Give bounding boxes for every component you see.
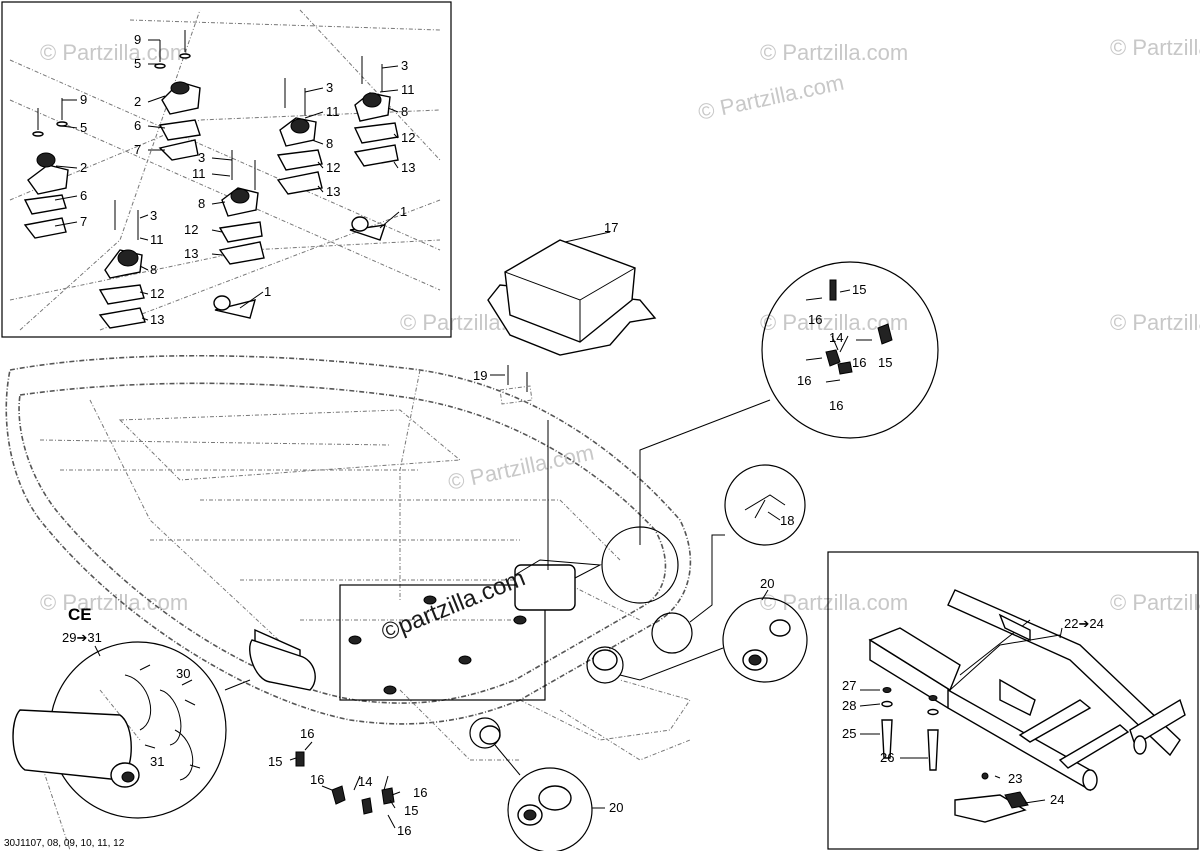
detail-ref-circle: [469, 717, 501, 749]
callout-label: 31: [150, 754, 164, 769]
clips-group-bottom: 16 15 16 14 16 15 16: [268, 726, 427, 838]
callout-label: 12: [401, 130, 415, 145]
callout-label: 26: [880, 750, 894, 765]
callout-label: 13: [401, 160, 415, 175]
frame-callouts: 22➔24 27 28 25 26 23 24: [842, 616, 1104, 807]
callout-label: 3: [150, 208, 157, 223]
callout-label: 15: [852, 282, 866, 297]
callout-label: 18: [780, 513, 794, 528]
detail-ref-circle: [586, 646, 624, 684]
callout-label: 8: [198, 196, 205, 211]
detail-circle-20a: 20: [619, 576, 808, 683]
callout-label: 11: [192, 166, 206, 181]
callout-label: 8: [326, 136, 333, 151]
callout-label: 30: [176, 666, 190, 681]
callout-label: 19: [473, 368, 487, 383]
callout-label: 16: [852, 355, 866, 370]
callout-label: 15: [268, 754, 282, 769]
callout-label: 5: [134, 56, 141, 71]
callout-label: 27: [842, 678, 856, 693]
callout-label: 12: [184, 222, 198, 237]
motor-mount-group: [23, 30, 399, 329]
callout-label: 16: [797, 373, 811, 388]
callout-label: 9: [80, 92, 87, 107]
callout-label: 16: [413, 785, 427, 800]
inset-leader-lines: [54, 39, 400, 321]
callout-label: 15: [404, 803, 418, 818]
callout-label: 5: [80, 120, 87, 135]
callout-label: 28: [842, 698, 856, 713]
callout-label: 20: [760, 576, 774, 591]
detail-box: [339, 584, 546, 701]
watermark-text: © Partzilla.com: [1110, 310, 1200, 335]
watermark-text: © Partzilla.com: [696, 70, 846, 125]
callout-label: 13: [150, 312, 164, 327]
callout-label: 16: [397, 823, 411, 838]
callout-label: 1: [400, 204, 407, 219]
watermark-text: © Partzilla.com: [40, 40, 188, 65]
watermark-text: © Partzilla.com: [1110, 590, 1200, 615]
drawing-code: 30J1107, 08, 09, 10, 11, 12: [4, 838, 125, 849]
callout-label: 16: [829, 398, 843, 413]
detail-ref-circle: [601, 526, 679, 604]
callout-label: 13: [326, 184, 340, 199]
callout-label: 8: [150, 262, 157, 277]
detail-circle-clips: 15 16 14 16 15 16 16: [639, 261, 939, 545]
callout-label: 3: [401, 58, 408, 73]
callout-label: 16: [808, 312, 822, 327]
callout-label: 14: [358, 774, 372, 789]
callout-label: 7: [134, 142, 141, 157]
callout-label: 12: [150, 286, 164, 301]
watermark-text: © Partzilla.com: [1110, 35, 1200, 60]
callout-label: 15: [878, 355, 892, 370]
callout-label: 29➔31: [62, 630, 102, 645]
callout-label: 7: [80, 214, 87, 229]
detail-ref-circle: [651, 612, 693, 654]
callout-label: 22➔24: [1064, 616, 1104, 631]
callout-label: 2: [80, 160, 87, 175]
callout-label: 1: [264, 284, 271, 299]
watermark-text: © Partzilla.com: [760, 590, 908, 615]
inset-top-left-box: [1, 1, 452, 338]
inset-callouts: 9 5 2 6 7 9 5 2 6 7 3 11 8 12 13 3 11 8 …: [80, 32, 415, 327]
callout-label: 6: [134, 118, 141, 133]
callout-label: 9: [134, 32, 141, 47]
callout-label: 6: [80, 188, 87, 203]
callout-label: 11: [326, 104, 340, 119]
watermark-text: © Partzilla.com: [760, 40, 908, 65]
callout-label: 13: [184, 246, 198, 261]
callout-label: 2: [134, 94, 141, 109]
detail-circle-ce: CE 29➔31 30 31: [12, 605, 251, 819]
fastener-19: 19: [473, 365, 549, 570]
callout-label: 11: [401, 82, 415, 97]
muffler-ref: [249, 639, 316, 691]
watermark-text: © Partzilla.com: [40, 590, 188, 615]
callout-label: 20: [609, 800, 623, 815]
inset-right-box: [827, 551, 1199, 850]
ce-label: CE: [68, 605, 92, 624]
callout-label: 16: [300, 726, 314, 741]
callout-label: 11: [150, 232, 164, 247]
cover-17: 17: [487, 220, 657, 356]
hull-drawing: [5, 354, 692, 851]
callout-label: 12: [326, 160, 340, 175]
detail-circle-18: 18: [689, 464, 806, 623]
detail-circle-20b: 20: [494, 744, 623, 853]
callout-label: 3: [326, 80, 333, 95]
callout-label: 25: [842, 726, 856, 741]
callout-label: 17: [604, 220, 618, 235]
callout-label: 3: [198, 150, 205, 165]
callout-label: 23: [1008, 771, 1022, 786]
frame-drawing: [868, 589, 1186, 823]
callout-label: 16: [310, 772, 324, 787]
watermark-text: © Partzilla.com: [446, 440, 596, 495]
callout-label: 8: [401, 104, 408, 119]
callout-label: 14: [829, 330, 843, 345]
callout-label: 24: [1050, 792, 1064, 807]
